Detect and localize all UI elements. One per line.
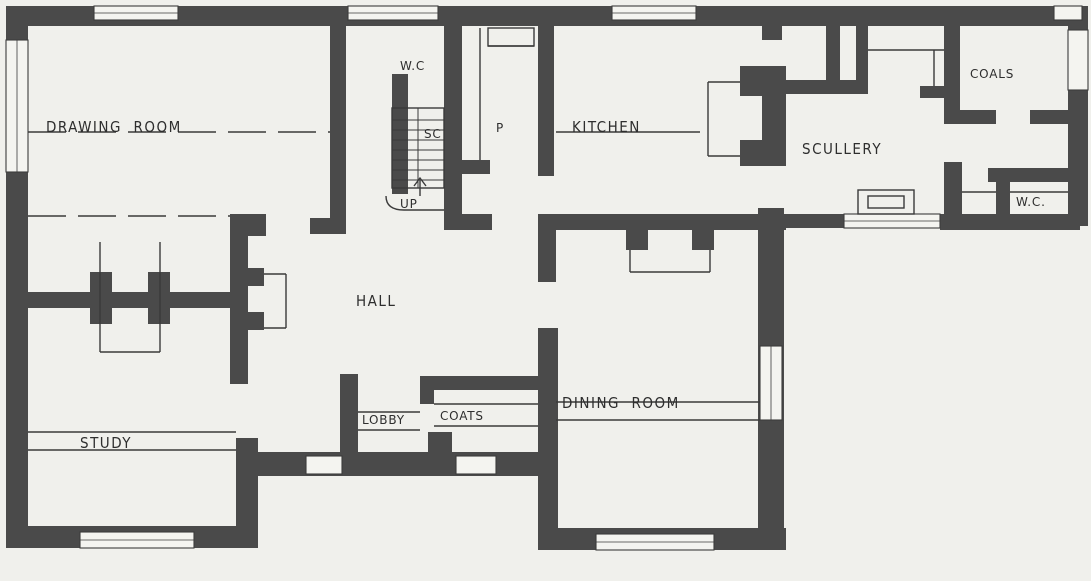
window-coals-side bbox=[1067, 29, 1089, 91]
dining-fireplace-left bbox=[626, 228, 648, 250]
kitchen-top-pier bbox=[762, 6, 782, 40]
stair-east-wall bbox=[444, 24, 462, 230]
coals-west-return bbox=[920, 86, 960, 98]
label-kitchen: KITCHEN bbox=[572, 118, 641, 136]
scullery-north-post-2 bbox=[856, 22, 868, 94]
scullery-south-wall-west bbox=[780, 214, 846, 228]
chimney-breast-wall bbox=[230, 214, 248, 384]
kitchen-west-wall bbox=[538, 24, 554, 176]
scullery-north-wall bbox=[782, 80, 868, 94]
wc-north-wall bbox=[988, 168, 1078, 182]
label-lobby: LOBBY bbox=[362, 413, 405, 427]
fixtures bbox=[28, 27, 1068, 451]
wc-west-wall bbox=[944, 162, 962, 230]
dining-north-wall bbox=[538, 214, 786, 230]
label-pantry: P bbox=[496, 121, 504, 135]
label-scullery: SCULLERY bbox=[802, 140, 882, 158]
windows bbox=[5, 5, 1089, 551]
pantry-wall bbox=[460, 160, 490, 174]
stair-foot-wall bbox=[444, 214, 492, 230]
coals-south-wall bbox=[944, 110, 996, 124]
dining-fireplace-right bbox=[692, 228, 714, 250]
label-drawing-room: DRAWING ROOM bbox=[46, 118, 182, 136]
window-lobby bbox=[305, 455, 343, 475]
label-coats: COATS bbox=[440, 409, 484, 423]
coals-south-wall-2 bbox=[1030, 110, 1080, 124]
window-coals-top bbox=[1053, 5, 1083, 21]
drawing-room-east-return bbox=[310, 218, 346, 234]
label-wc-upper: W.C bbox=[400, 59, 425, 73]
scullery-south-wall-east bbox=[940, 214, 1080, 230]
hall-front-wall bbox=[236, 452, 556, 476]
stair-west-wall bbox=[392, 74, 408, 194]
drawing-study-partition bbox=[24, 292, 234, 308]
label-study: STUDY bbox=[80, 434, 132, 452]
coats-pier bbox=[428, 432, 452, 476]
coals-west-wall bbox=[944, 22, 960, 124]
window-coats bbox=[455, 455, 497, 475]
coats-north-return bbox=[420, 376, 434, 404]
chimney-flue-1 bbox=[246, 268, 264, 286]
label-dining-room: DINING ROOM bbox=[562, 394, 680, 412]
dining-north-return bbox=[538, 214, 556, 282]
outer-wall-top bbox=[6, 6, 1076, 26]
label-coals: COALS bbox=[970, 67, 1014, 81]
label-stair-up: UP bbox=[400, 197, 418, 211]
fireplace-study bbox=[148, 272, 170, 324]
drawing-room-east-wall bbox=[330, 22, 346, 234]
dining-west-wall bbox=[538, 328, 558, 550]
lobby-west-wall bbox=[340, 374, 358, 476]
scullery-north-post bbox=[826, 22, 840, 92]
label-wc-lower: W.C. bbox=[1016, 195, 1046, 209]
label-store: SC bbox=[424, 127, 442, 141]
range-chimney-bottom bbox=[740, 140, 786, 166]
fireplace-drawing-room bbox=[90, 272, 112, 324]
label-hall: HALL bbox=[356, 292, 396, 310]
coats-north-wall bbox=[420, 376, 540, 390]
walls bbox=[6, 6, 1088, 550]
chimney-flue-2 bbox=[246, 312, 264, 330]
room-labels: DRAWING ROOM HALL STUDY DINING ROOM KITC… bbox=[46, 59, 1046, 452]
chimney-cap-top bbox=[230, 214, 266, 236]
